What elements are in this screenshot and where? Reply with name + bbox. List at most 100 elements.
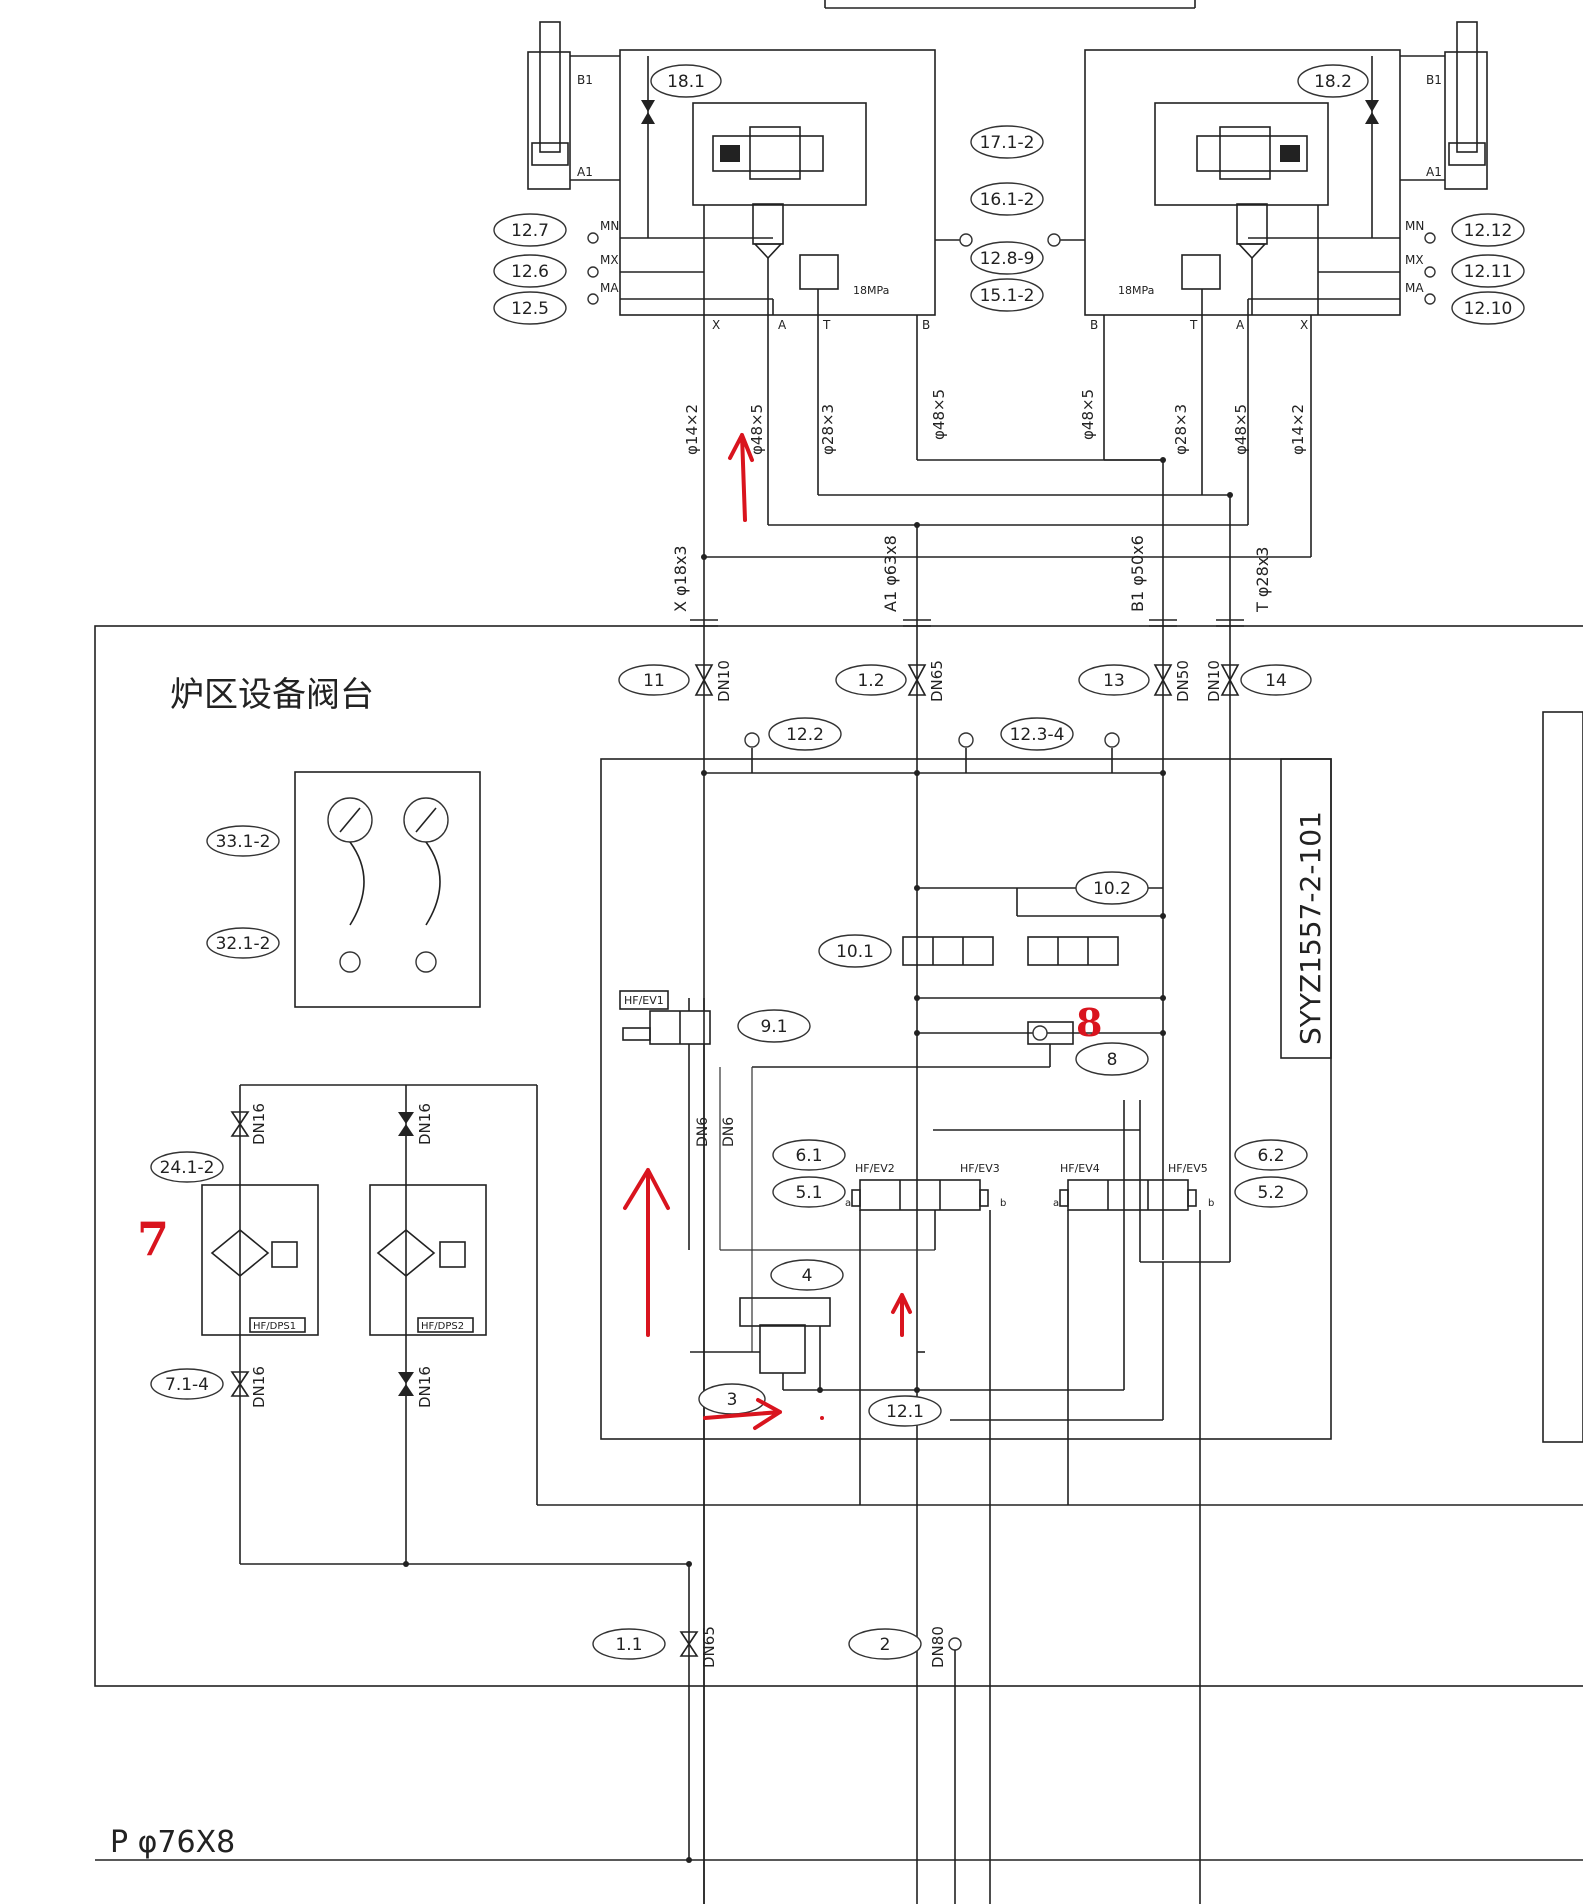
pipe-label-right-a: φ48×5 bbox=[1232, 404, 1250, 455]
shuttle-valve-8 bbox=[752, 1021, 1074, 1068]
supply-line-label: P φ76X8 bbox=[110, 1825, 235, 1860]
directional-valve-ev4-ev5 bbox=[1059, 1130, 1230, 1904]
right-port-ma: MA bbox=[1405, 281, 1424, 295]
left-port-mx: MX bbox=[600, 253, 619, 267]
valve-size-filter1-bottom: DN16 bbox=[250, 1366, 268, 1408]
valve-stand-title: 炉区设备阀台 bbox=[170, 675, 374, 715]
port-a1-left: A1 bbox=[577, 165, 593, 179]
left-valve-frame bbox=[619, 49, 936, 316]
callout-18-1: 18.1 bbox=[667, 72, 705, 92]
right-relief-pressure: 18MPa bbox=[1118, 284, 1154, 297]
tag-dps1: HF/DPS1 bbox=[253, 1321, 296, 1332]
annotation-mark-7: 7 bbox=[137, 1212, 169, 1266]
callout-14: 14 bbox=[1265, 671, 1287, 691]
solenoid-valve-ev1 bbox=[619, 990, 711, 1904]
port-b1-left: B1 bbox=[577, 73, 593, 87]
left-relief-pressure: 18MPa bbox=[853, 284, 889, 297]
left-port-ma: MA bbox=[600, 281, 619, 295]
pipe-label-left-t: φ28×3 bbox=[819, 404, 837, 455]
right-port-a: A bbox=[1236, 318, 1245, 332]
left-port-a: A bbox=[778, 318, 787, 332]
directional-valve-ev2-ev3 bbox=[851, 1100, 1141, 1904]
valve-size-2: DN80 bbox=[929, 1626, 947, 1668]
valve-stand-frame bbox=[94, 625, 1583, 1687]
valve-size-1-1: DN65 bbox=[700, 1626, 718, 1668]
manifold-block bbox=[600, 758, 1332, 1440]
pipe-label-right-b: φ48×5 bbox=[1079, 389, 1097, 440]
callout-12-3-4: 12.3-4 bbox=[1010, 725, 1065, 745]
ev3-port-b: b bbox=[1000, 1198, 1006, 1209]
port-b1-right: B1 bbox=[1426, 73, 1442, 87]
callout-9-1: 9.1 bbox=[760, 1017, 787, 1037]
right-pilot-block bbox=[1154, 102, 1329, 206]
callout-6-1: 6.1 bbox=[795, 1146, 822, 1166]
valve-size-filter2-top: DN16 bbox=[416, 1103, 434, 1145]
test-points-top bbox=[704, 732, 1163, 774]
pipe-label-right-x: φ14×2 bbox=[1289, 404, 1307, 455]
gauge-panel bbox=[294, 771, 481, 1008]
pipe-size-dn6-a: DN6 bbox=[695, 1117, 711, 1147]
callout-12-12: 12.12 bbox=[1464, 221, 1513, 241]
pipe-label-b1-main: B1 φ50x6 bbox=[1128, 535, 1147, 612]
callout-1-1: 1.1 bbox=[615, 1635, 642, 1655]
callout-8: 8 bbox=[1107, 1050, 1118, 1070]
red-arrow-up-icon bbox=[623, 1168, 670, 1337]
callout-18-2: 18.2 bbox=[1314, 72, 1352, 92]
tag-ev3: HF/EV3 bbox=[960, 1162, 1000, 1175]
drawing-number-box bbox=[1280, 758, 1332, 1059]
callout-6-2: 6.2 bbox=[1257, 1146, 1284, 1166]
tag-ev4: HF/EV4 bbox=[1060, 1162, 1100, 1175]
callout-13: 13 bbox=[1103, 671, 1125, 691]
callout-24: 24.1-2 bbox=[160, 1158, 215, 1178]
valve-size-1-2: DN65 bbox=[928, 660, 946, 702]
callout-33: 33.1-2 bbox=[216, 832, 271, 852]
right-port-mx: MX bbox=[1405, 253, 1424, 267]
annotation-mark-8: 8 bbox=[1076, 1000, 1102, 1045]
callout-12-2: 12.2 bbox=[786, 725, 824, 745]
right-valve-frame bbox=[1084, 49, 1401, 316]
callout-3: 3 bbox=[727, 1390, 738, 1410]
right-port-mn: MN bbox=[1405, 219, 1424, 233]
callout-5-2: 5.2 bbox=[1257, 1183, 1284, 1203]
callout-2: 2 bbox=[880, 1635, 891, 1655]
ev4-port-a: a bbox=[1053, 1198, 1059, 1209]
pipe-size-dn6-b: DN6 bbox=[721, 1117, 737, 1147]
pipe-runs bbox=[690, 315, 1312, 1904]
callout-12-1: 12.1 bbox=[886, 1402, 924, 1422]
callouts: 18.1 18.2 17.1-2 16.1-2 12.8-9 15.1-2 12… bbox=[150, 64, 1525, 1660]
callout-4: 4 bbox=[802, 1266, 813, 1286]
left-port-b: B bbox=[922, 318, 930, 332]
pipe-label-t-main: T φ28x3 bbox=[1253, 547, 1272, 613]
valve-size-11: DN10 bbox=[715, 660, 733, 702]
callout-10-1: 10.1 bbox=[836, 942, 874, 962]
tag-ev1: HF/EV1 bbox=[624, 994, 664, 1007]
callout-12-11: 12.11 bbox=[1464, 262, 1513, 282]
inlet-ball-valves bbox=[694, 664, 1240, 696]
red-arrow-up-icon bbox=[891, 1293, 912, 1337]
right-port-b: B bbox=[1090, 318, 1098, 332]
red-arrow-right-icon bbox=[703, 1398, 782, 1430]
callout-12-5: 12.5 bbox=[511, 299, 549, 319]
callout-5-1: 5.1 bbox=[795, 1183, 822, 1203]
left-port-x: X bbox=[712, 318, 720, 332]
red-arrow-up-icon bbox=[728, 433, 754, 522]
pipe-label-left-b: φ48×5 bbox=[930, 389, 948, 440]
red-annotations bbox=[623, 433, 912, 1430]
tag-ev5: HF/EV5 bbox=[1168, 1162, 1208, 1175]
left-pilot-block bbox=[692, 102, 867, 206]
pipe-label-a1-main: A1 φ63x8 bbox=[881, 535, 900, 612]
drawing-number: SYYZ1557-2-101 bbox=[1294, 811, 1327, 1045]
callout-12-8-9: 12.8-9 bbox=[980, 249, 1035, 269]
callout-32: 32.1-2 bbox=[216, 934, 271, 954]
ev2-port-a: a bbox=[845, 1198, 851, 1209]
right-port-t: T bbox=[1189, 318, 1198, 332]
callout-16: 16.1-2 bbox=[980, 190, 1035, 210]
right-cylinder bbox=[1444, 21, 1488, 190]
callout-10-2: 10.2 bbox=[1093, 879, 1131, 899]
left-cylinder bbox=[527, 21, 571, 190]
callout-12-7: 12.7 bbox=[511, 221, 549, 241]
callout-15: 15.1-2 bbox=[980, 286, 1035, 306]
tag-dps2: HF/DPS2 bbox=[421, 1321, 464, 1332]
callout-7-1-4: 7.1-4 bbox=[165, 1375, 209, 1395]
